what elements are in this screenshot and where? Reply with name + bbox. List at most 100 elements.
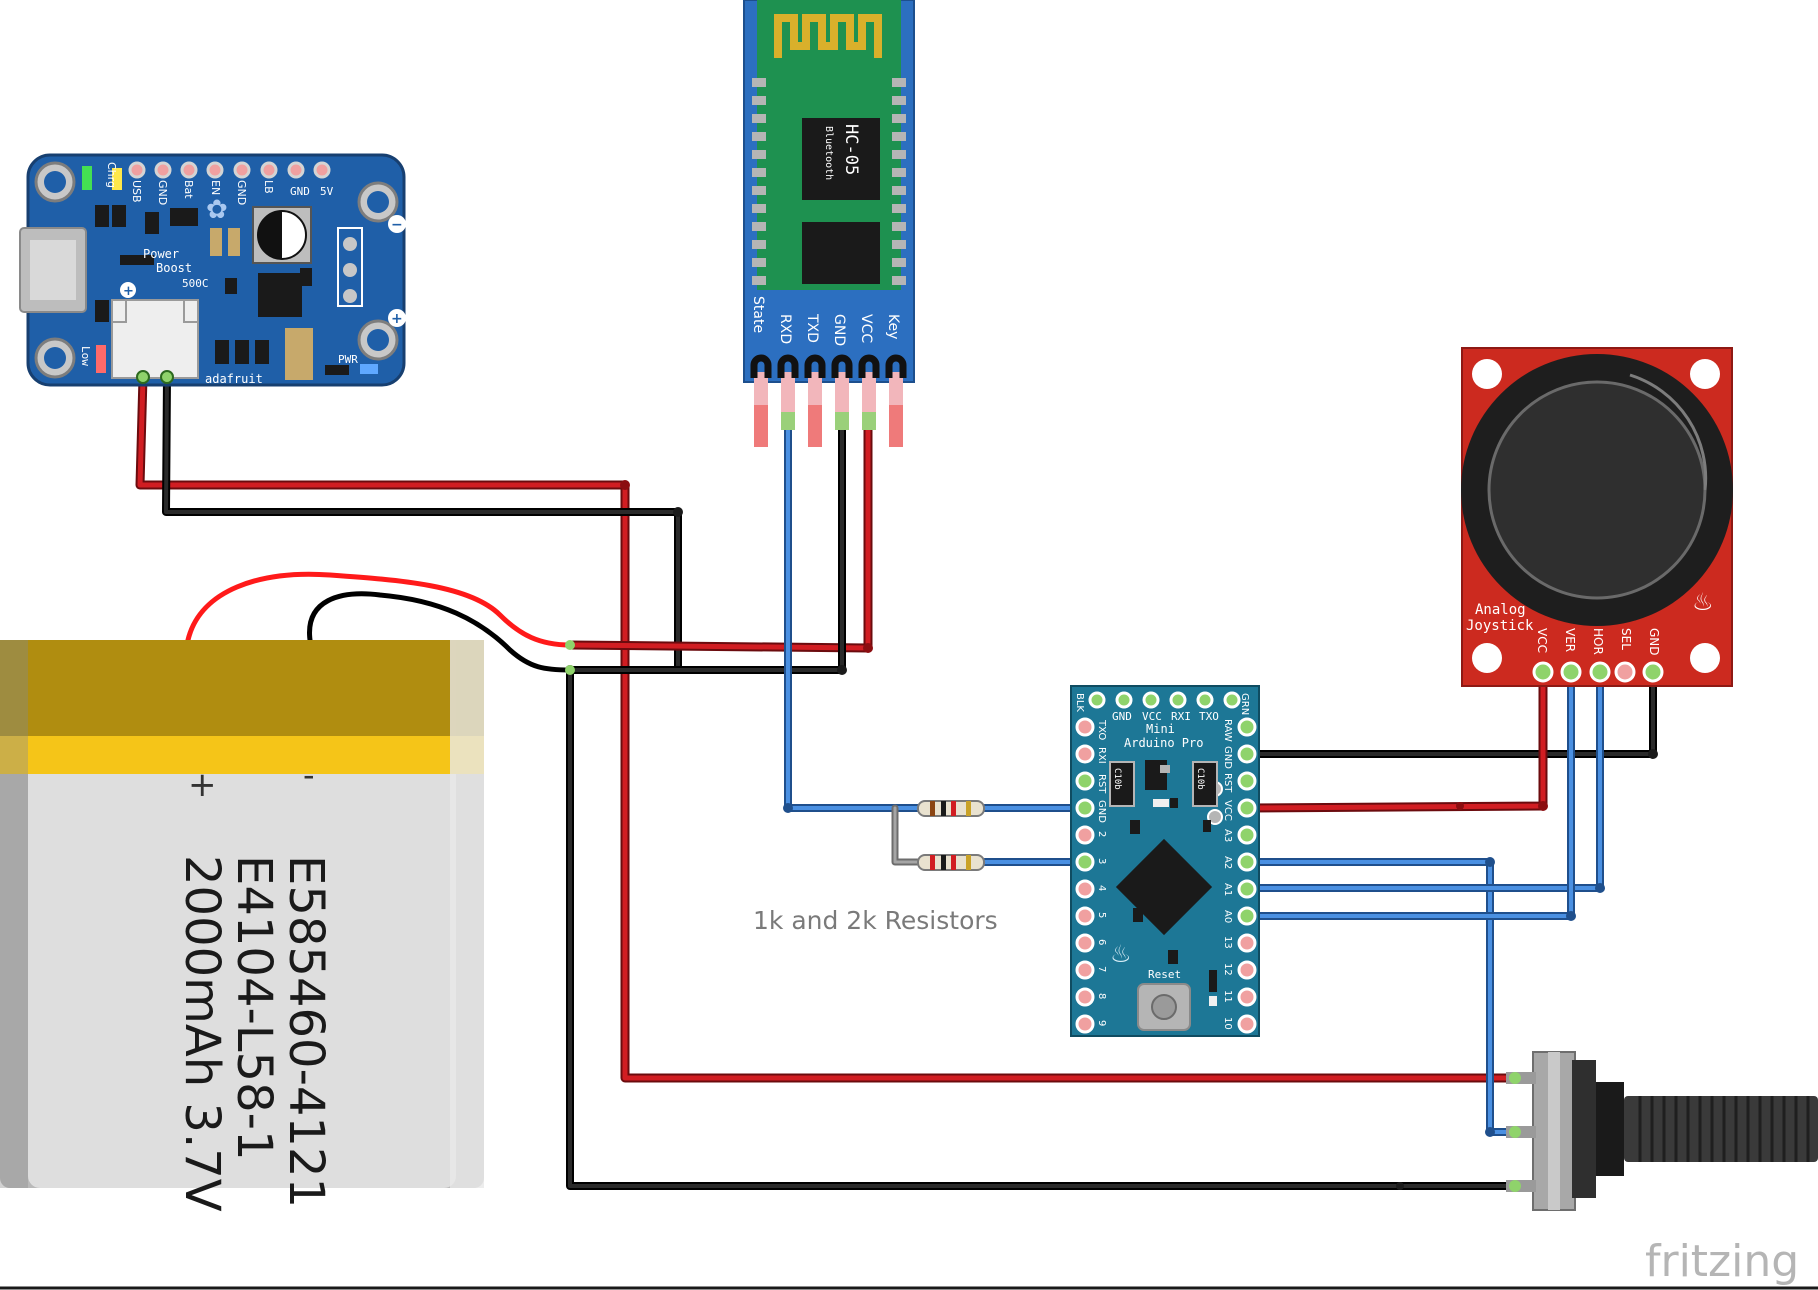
wire-resistor-bridge bbox=[891, 804, 924, 866]
wire-end-markers bbox=[565, 640, 575, 675]
ard-top-rxi: RXI bbox=[1171, 710, 1191, 723]
joystick-pin-sel: SEL bbox=[1619, 628, 1633, 650]
ard-right-10: 10 bbox=[1222, 1017, 1233, 1030]
sparkfun-flame-icon: ♨ bbox=[1692, 588, 1714, 616]
pwr-led bbox=[360, 364, 378, 374]
ard-left-rst: RST bbox=[1096, 774, 1107, 794]
joystick-pin-vcc: VCC bbox=[1535, 628, 1549, 653]
wire-arduino-a2-pot bbox=[1243, 858, 1519, 1136]
bluetooth-chip bbox=[802, 118, 880, 200]
arduino-regulator-left bbox=[1109, 761, 1135, 807]
potentiometer-pins bbox=[1506, 1072, 1536, 1192]
battery-line3: 2000mAh 3.7V bbox=[174, 855, 230, 1212]
joystick-label-line2: Joystick bbox=[1466, 618, 1534, 634]
pb-label-en: EN bbox=[209, 180, 222, 195]
lipo-battery: + - E585460-4121 E4104-L58-1 2000mAh 3.7… bbox=[0, 640, 484, 1212]
ard-right-a3: A3 bbox=[1222, 829, 1233, 842]
ard-right-vcc: VCC bbox=[1222, 800, 1233, 821]
joystick-knob-icon bbox=[1487, 380, 1707, 600]
battery-plus-marker: + bbox=[188, 765, 217, 805]
pb-minus-marker: − bbox=[391, 217, 403, 233]
ard-left-8: 8 bbox=[1096, 993, 1107, 999]
powerboost-pin-pads bbox=[128, 161, 331, 179]
pb-label-5v: 5V bbox=[320, 185, 334, 198]
pb-label-bat: Bat bbox=[182, 180, 195, 199]
wire-battery-red-to-vcc bbox=[565, 423, 873, 653]
joystick-pin-labels: VCC VER HOR SEL GND bbox=[1535, 628, 1661, 656]
pb-label-gnd: GND bbox=[156, 180, 169, 205]
wire-powerboost-black bbox=[162, 373, 682, 674]
pb-brand: adafruit bbox=[205, 372, 263, 386]
ard-chip-label-right: C10b bbox=[1195, 768, 1205, 790]
pb-label-gnd2: GND bbox=[235, 180, 248, 205]
hc05-chip-line2: Bluetooth bbox=[823, 126, 834, 180]
ard-left-9: 9 bbox=[1096, 1020, 1107, 1026]
wire-rxd-blue-core bbox=[786, 426, 922, 810]
wire-rxd-blue bbox=[784, 424, 924, 812]
wire-black-to-pot-core bbox=[568, 668, 1517, 1188]
castellation-pads bbox=[752, 78, 906, 285]
ard-right-rst: RST bbox=[1222, 773, 1233, 793]
ard-left-5: 5 bbox=[1096, 912, 1107, 918]
ard-right-12: 12 bbox=[1222, 963, 1233, 976]
arduino-right-pins bbox=[1237, 717, 1257, 1034]
svg-text:+: + bbox=[123, 284, 134, 299]
resistors: 1k and 2k Resistors bbox=[753, 800, 998, 935]
ard-right-a2: A2 bbox=[1222, 856, 1233, 869]
wire-arduino-a2-pot-core bbox=[1245, 860, 1517, 1134]
battery-line2: E4104-L58-1 bbox=[226, 855, 282, 1160]
arduino-regulator-right bbox=[1192, 761, 1218, 807]
chrg-led-yellow bbox=[112, 168, 122, 190]
ard-left-3: 3 bbox=[1096, 858, 1107, 864]
pb-name-line2: Boost bbox=[156, 261, 192, 275]
ard-top-blk: BLK bbox=[1074, 693, 1085, 712]
hc05-pin-txd: TXD bbox=[804, 313, 820, 343]
hc05-pin-state: State bbox=[750, 296, 766, 333]
analog-joystick-module: ♨ Analog Joystick VCC VER HOR SEL GND bbox=[1461, 347, 1733, 687]
resistor-2k bbox=[917, 854, 985, 871]
joystick-pin-gnd: GND bbox=[1647, 628, 1661, 656]
ard-title-line1: Mini bbox=[1146, 722, 1175, 736]
pb-pwr: PWR bbox=[338, 353, 358, 366]
hc05-pin-vcc: VCC bbox=[858, 314, 874, 343]
resistors-caption: 1k and 2k Resistors bbox=[753, 906, 998, 935]
battery-minus-marker: - bbox=[303, 756, 315, 794]
powerboost-components bbox=[95, 205, 349, 375]
ard-top-grn: GRN bbox=[1239, 693, 1250, 715]
ard-top-vcc: VCC bbox=[1142, 710, 1162, 723]
ard-left-gnd: GND bbox=[1096, 800, 1107, 823]
wire-battery-black-to-gnd-core bbox=[568, 426, 844, 672]
arduino-left-pin-labels: TXO RXI RST GND 2 3 4 5 6 7 8 9 bbox=[1096, 719, 1107, 1026]
hc05-header-pins bbox=[750, 354, 907, 447]
ard-right-raw: RAW bbox=[1222, 719, 1233, 742]
hc05-chip-line1: HC-05 bbox=[841, 124, 861, 175]
ard-top-gnd: GND bbox=[1112, 710, 1132, 723]
pb-plus-marker: + bbox=[391, 311, 403, 327]
potentiometer-shaft[interactable] bbox=[1624, 1096, 1818, 1162]
wire-powerboost-black-core bbox=[164, 375, 680, 672]
antenna-icon bbox=[774, 14, 882, 58]
wire-battery-black-to-gnd bbox=[566, 424, 846, 674]
ard-right-a0: A0 bbox=[1222, 910, 1233, 923]
ard-left-6: 6 bbox=[1096, 939, 1107, 945]
ard-reset-label: Reset bbox=[1148, 968, 1181, 981]
wire-battery-red-to-vcc-core bbox=[567, 425, 871, 651]
arduino-right-pin-labels: RAW GND RST VCC A3 A2 A1 A0 13 12 11 10 bbox=[1222, 719, 1233, 1030]
pb-low: Low bbox=[79, 346, 92, 366]
hc05-pin-key: Key bbox=[885, 314, 901, 339]
arduino-left-pins bbox=[1075, 717, 1095, 1034]
hc05-pin-rxd: RXD bbox=[777, 314, 793, 344]
ard-left-4: 4 bbox=[1096, 885, 1107, 891]
low-led bbox=[96, 345, 106, 373]
joystick-label-line1: Analog bbox=[1475, 602, 1526, 618]
ard-left-txo: TXO bbox=[1096, 719, 1107, 740]
ard-top-txo: TXO bbox=[1199, 710, 1219, 723]
powerboost-pin-labels: Chrg USB GND Bat EN GND LB bbox=[105, 162, 275, 205]
wire-arduino-a0-ver-core bbox=[1245, 670, 1573, 918]
ard-right-gnd: GND bbox=[1222, 746, 1233, 769]
hc05-bluetooth-module: HC-05 Bluetooth State RXD TXD GND VCC Ke… bbox=[743, 0, 915, 447]
wires bbox=[135, 372, 1658, 1190]
arduino-pro-mini: BLK GRN GND VCC RXI TXO Mini Arduino Pro bbox=[1070, 685, 1260, 1037]
wire-resistor-bridge-core bbox=[893, 806, 922, 864]
